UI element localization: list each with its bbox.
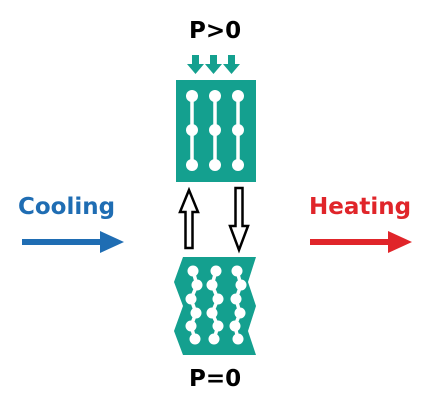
heating-label: Heating — [309, 194, 412, 220]
down-arrow-icon — [228, 186, 250, 254]
pressure-arrows-icon — [187, 55, 240, 74]
pressure-top-label: P>0 — [189, 18, 242, 44]
disordered-phase-block — [174, 257, 256, 355]
pressure-bottom-label: P=0 — [189, 366, 242, 392]
cooling-label: Cooling — [18, 194, 116, 220]
up-arrow-icon — [178, 186, 200, 250]
cooling-arrow-icon — [22, 231, 124, 253]
heating-arrow-icon — [310, 231, 412, 253]
ordered-phase-block — [176, 80, 256, 182]
